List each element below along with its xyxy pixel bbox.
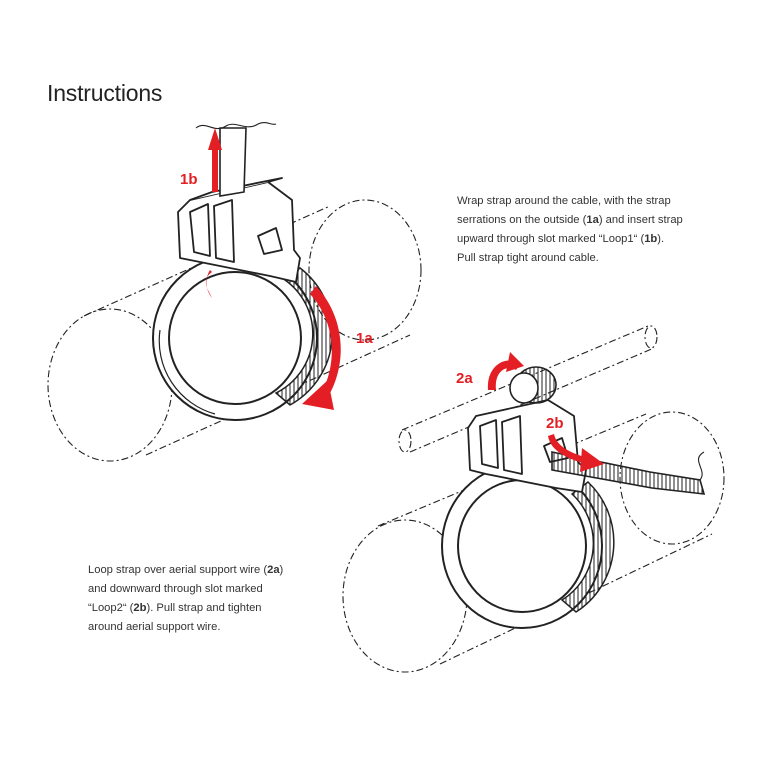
step-2-line-1a: Loop strap over aerial support wire ( (88, 564, 268, 576)
figure-2: 2a 2b (342, 325, 725, 673)
step-2-instructions: Loop strap over aerial support wire (2a)… (88, 561, 318, 637)
arrow-1b-icon (205, 128, 222, 298)
step-2-line-4: around aerial support wire. (88, 621, 221, 633)
label-1a: 1a (356, 330, 373, 347)
step-1-ref-1b: 1b (644, 233, 658, 245)
label-2a: 2a (456, 370, 473, 387)
step-1-instructions: Wrap strap around the cable, with the st… (457, 192, 737, 268)
page-title: Instructions (47, 80, 163, 106)
step-2-line-1c: ) (279, 564, 284, 576)
arrow-1a-icon (302, 286, 341, 410)
arrow-2b-icon (548, 434, 604, 472)
label-1b: 1b (180, 171, 198, 188)
step-2-ref-2a: 2a (267, 564, 280, 576)
step-1-line-3a: upward through slot marked “Loop1“ ( (457, 233, 645, 245)
cable-tie-band-2 (441, 463, 615, 629)
strap-tail-1 (195, 122, 277, 197)
step-2-line-3a: “Loop2“ ( (88, 602, 134, 614)
step-2-line-3c: ). Pull strap and tighten (146, 602, 262, 614)
arrow-2a-icon (487, 352, 524, 390)
cable-tie-head-1 (177, 177, 301, 283)
aerial-support-wire (398, 325, 658, 453)
step-1-line-3c: ). (657, 233, 665, 245)
step-1-ref-1a: 1a (586, 214, 599, 226)
step-1-line-2c: ) and insert strap (598, 214, 683, 226)
figure-1: 1b 1a (47, 122, 422, 462)
step-1-line-1: Wrap strap around the cable, with the st… (457, 195, 671, 207)
step-1-line-4: Pull strap tight around cable. (457, 252, 599, 264)
step-2-line-2: and downward through slot marked (88, 583, 263, 595)
label-2b: 2b (546, 415, 564, 432)
step-2-ref-2b: 2b (133, 602, 147, 614)
cable-tie-band-1 (152, 255, 334, 421)
step-1-line-2a: serrations on the outside ( (457, 214, 587, 226)
